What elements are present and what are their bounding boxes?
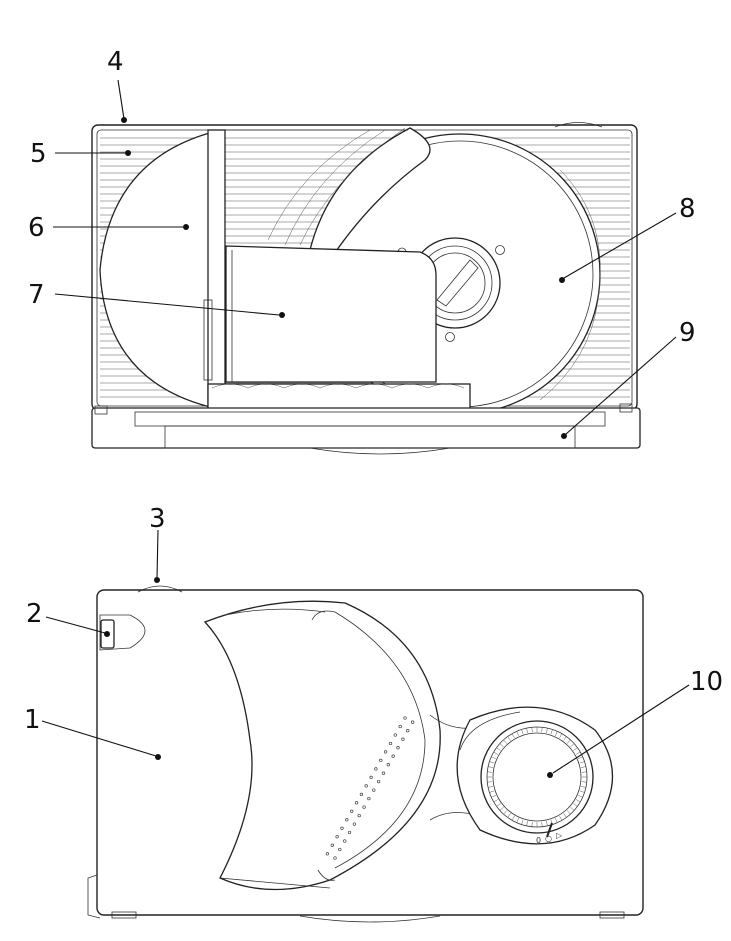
callout-3: 3 xyxy=(149,504,166,534)
slicer-side-view: 0 ○ ▷ xyxy=(88,586,643,922)
thickness-dial[interactable] xyxy=(481,721,593,833)
callout-6: 6 xyxy=(28,213,45,243)
base-rail xyxy=(92,408,640,448)
callout-9: 9 xyxy=(679,318,696,348)
dial-mark-0: 0 xyxy=(536,836,541,845)
dial-mark-1: ○ xyxy=(545,834,552,843)
food-pusher xyxy=(208,246,470,426)
slicer-front-view xyxy=(92,123,640,455)
callout-8: 8 xyxy=(679,194,696,224)
callout-5: 5 xyxy=(30,139,47,169)
dial-mark-2: ▷ xyxy=(556,831,563,840)
callout-2: 2 xyxy=(26,599,43,629)
callout-1: 1 xyxy=(24,705,41,735)
crescent-handle xyxy=(205,601,440,889)
callout-7: 7 xyxy=(28,280,45,310)
callout-4: 4 xyxy=(107,47,124,77)
callout-10: 10 xyxy=(690,667,723,697)
